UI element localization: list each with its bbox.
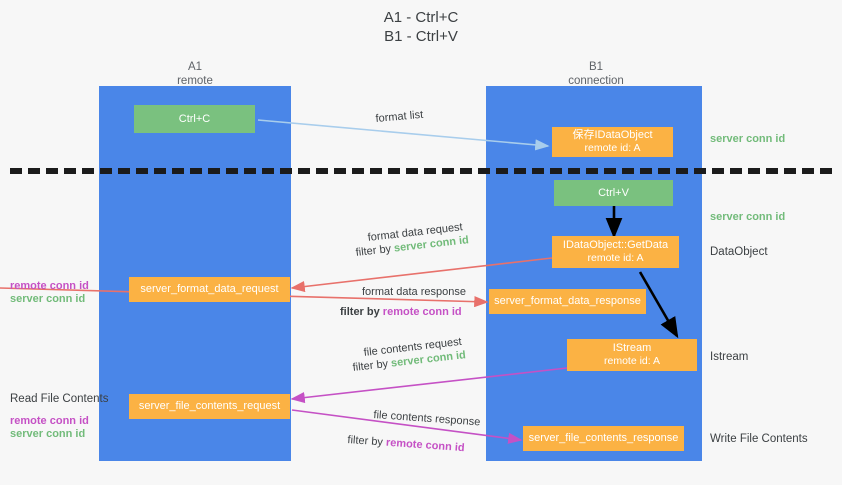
box-server-format-data-request-label: server_format_data_request	[140, 283, 279, 295]
arrow-file-contents-request	[290, 367, 568, 404]
dashed-divider	[10, 168, 832, 174]
box-server-format-data-request[interactable]: server_format_data_request	[129, 277, 290, 302]
box-ctrl-v[interactable]: Ctrl+V	[554, 180, 673, 206]
column-header-a1-sub: remote	[177, 75, 213, 87]
arrow-format-data-request	[290, 257, 553, 293]
label-write-file-contents: Write File Contents	[710, 433, 808, 445]
arrow-file-contents-response	[291, 409, 523, 444]
box-server-file-contents-response-label: server_file_contents_response	[528, 432, 679, 444]
column-header-b1: B1 connection	[516, 60, 676, 88]
title-line-2: B1 - Ctrl+V	[384, 28, 458, 45]
label-dataobject: DataObject	[710, 246, 768, 258]
label-remote-conn-id-2: remote conn id	[10, 415, 89, 427]
box-save-idataobject-line1: 保存IDataObject	[572, 129, 653, 141]
box-idataobject-getdata-line2: remote id: A	[587, 252, 644, 264]
box-server-file-contents-request[interactable]: server_file_contents_request	[129, 394, 290, 419]
box-istream[interactable]: IStream remote id: A	[567, 339, 697, 371]
label-istream: Istream	[710, 351, 749, 363]
caption-file-contents-response-filter-prefix: filter by	[347, 433, 387, 449]
box-idataobject-getdata-line1: IDataObject::GetData	[562, 239, 669, 251]
box-ctrl-v-label: Ctrl+V	[598, 186, 629, 199]
arrow-getdata-to-istream	[638, 271, 679, 339]
label-read-file-contents: Read File Contents	[10, 393, 109, 405]
box-save-idataobject-line2: remote id: A	[584, 142, 641, 154]
caption-format-data-response-filter-value: remote conn id	[382, 306, 462, 318]
box-save-idataobject[interactable]: 保存IDataObject remote id: A	[552, 127, 673, 157]
box-ctrl-c-label: Ctrl+C	[178, 112, 211, 125]
column-header-b1-sub: connection	[568, 75, 624, 87]
box-idataobject-getdata[interactable]: IDataObject::GetData remote id: A	[552, 236, 679, 268]
diagram-title: A1 - Ctrl+C B1 - Ctrl+V	[0, 8, 842, 46]
column-header-a1: A1 remote	[115, 60, 275, 88]
column-header-b1-name: B1	[588, 61, 604, 73]
box-server-file-contents-response[interactable]: server_file_contents_response	[523, 426, 684, 451]
caption-format-data-response-filter-prefix: filter by	[340, 306, 383, 318]
box-istream-line1: IStream	[612, 342, 652, 354]
box-ctrl-c[interactable]: Ctrl+C	[134, 105, 255, 133]
label-remote-conn-id-1: remote conn id	[10, 280, 89, 292]
arrow-format-list	[257, 119, 550, 151]
caption-format-data-response-filter: filter by remote conn id	[340, 305, 462, 319]
label-server-conn-id-2: server conn id	[10, 428, 86, 440]
box-server-file-contents-request-label: server_file_contents_request	[138, 400, 281, 412]
label-server-conn-id-1: server conn id	[10, 293, 86, 305]
column-header-a1-name: A1	[187, 61, 203, 73]
title-line-1: A1 - Ctrl+C	[383, 9, 459, 26]
box-istream-line2: remote id: A	[603, 355, 661, 367]
label-server-conn-id-mid: server conn id	[710, 211, 786, 223]
box-server-format-data-response-label: server_format_data_response	[494, 295, 641, 307]
box-server-format-data-response[interactable]: server_format_data_response	[489, 289, 646, 314]
caption-format-data-response: format data response	[362, 286, 466, 298]
label-server-conn-id-top: server conn id	[710, 133, 786, 145]
